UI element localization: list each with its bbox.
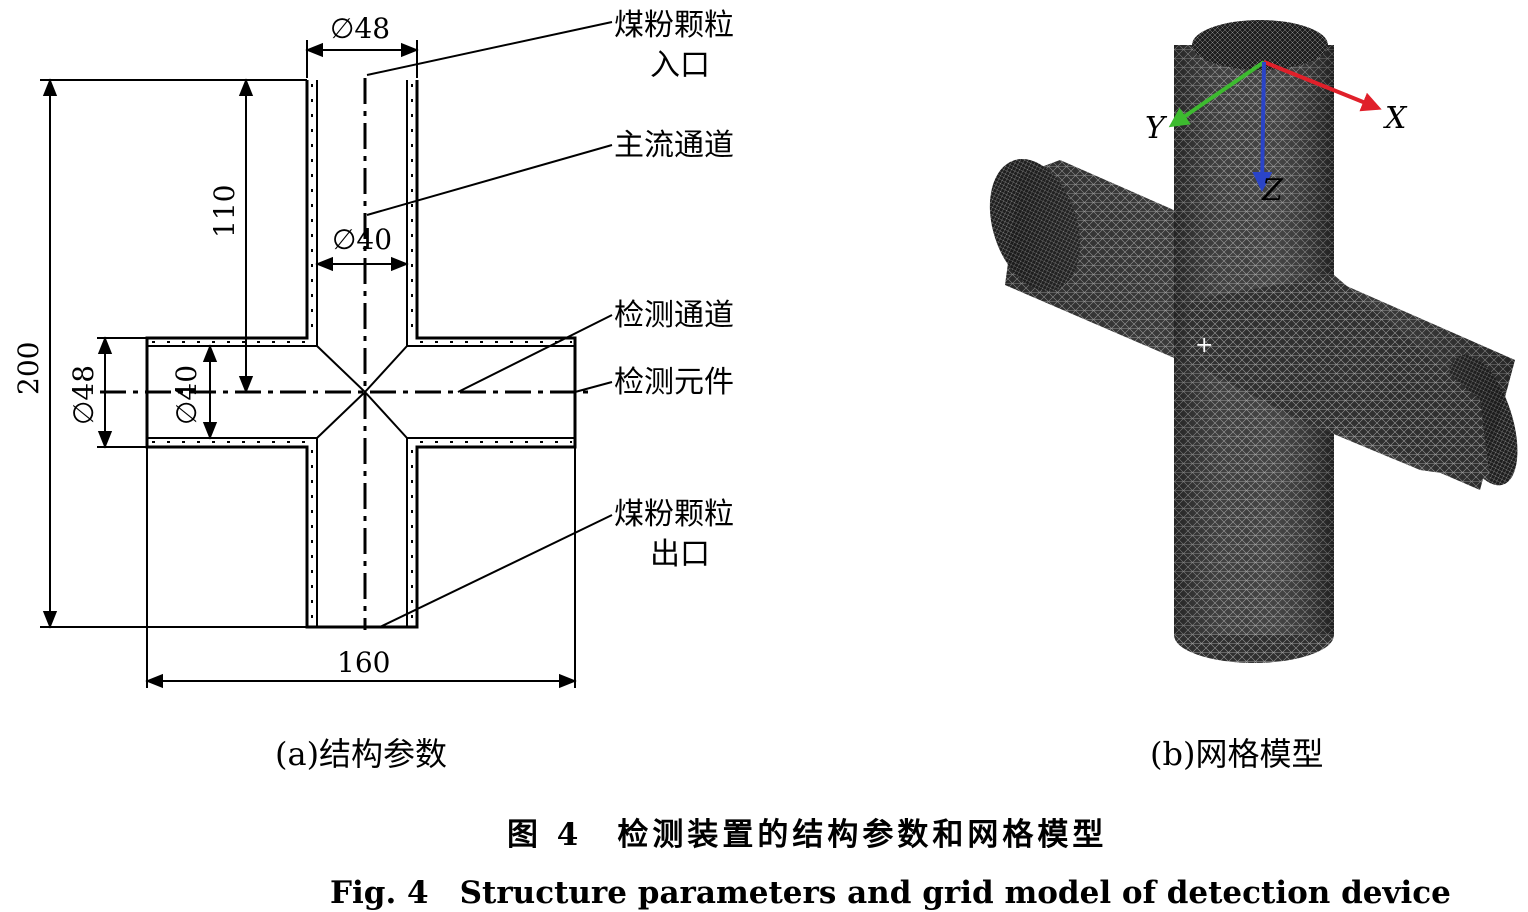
leader-main-channel	[366, 144, 613, 216]
dim-d48-left: ∅48	[67, 365, 100, 425]
leader-detect-channel	[457, 314, 613, 393]
dim-d40-mid: ∅40	[332, 223, 392, 256]
structure-diagram: ∅48 ∅40 110 200 ∅48 ∅40 160 煤粉颗粒 入口 主流通道…	[12, 8, 734, 773]
caption-en: Fig. 4 Structure parameters and grid mod…	[330, 875, 1451, 911]
dim-d40-left: ∅40	[170, 365, 203, 425]
dim-d48-top: ∅48	[330, 12, 390, 45]
coordinate-axes: X Y Z	[1145, 60, 1408, 208]
y-axis-arrow	[1168, 60, 1266, 128]
label-outlet-line1: 煤粉颗粒	[614, 497, 734, 532]
label-main-channel: 主流通道	[614, 128, 734, 163]
label-outlet-line2: 出口	[650, 537, 710, 572]
wall-marks	[152, 84, 572, 623]
mesh-cylinder-front-overlap	[1185, 275, 1490, 480]
x-axis-arrow	[1263, 60, 1382, 112]
leader-detect-element	[574, 381, 613, 393]
z-axis-arrow	[1252, 61, 1273, 192]
detection-element-shape	[316, 345, 408, 439]
label-detect-channel: 检测通道	[614, 298, 734, 333]
dim-w160: 160	[337, 646, 390, 679]
leader-inlet	[366, 21, 613, 76]
z-axis-label: Z	[1261, 173, 1284, 208]
mesh-model: + X Y Z (b)网格模型	[989, 20, 1518, 773]
caption-zh: 图 4 检测装置的结构参数和网格模型	[507, 817, 1107, 853]
label-inlet-line2: 入口	[650, 48, 710, 83]
subcaption-b: (b)网格模型	[1150, 735, 1323, 773]
dim-h110: 110	[208, 185, 241, 238]
label-inlet-line1: 煤粉颗粒	[614, 8, 734, 43]
x-axis-label: X	[1383, 101, 1408, 136]
outer-outline	[145, 80, 577, 629]
subcaption-a: (a)结构参数	[275, 735, 447, 773]
dim-h200: 200	[12, 342, 45, 395]
inner-outline	[147, 80, 575, 627]
leader-outlet	[379, 514, 613, 628]
label-detect-element: 检测元件	[614, 365, 734, 400]
y-axis-label: Y	[1145, 111, 1168, 146]
origin-marker: +	[1195, 333, 1213, 358]
